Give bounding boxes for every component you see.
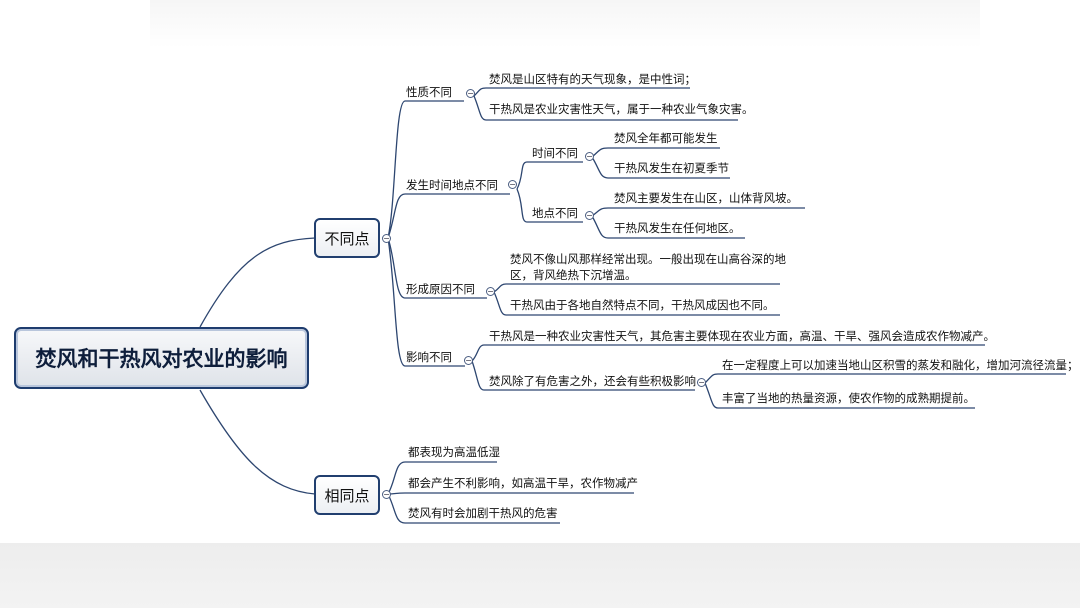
time-item-2[interactable]: 干热风发生在初夏季节 xyxy=(614,161,729,175)
collapse-toggle-icon[interactable]: − xyxy=(697,378,706,387)
cause-item-2[interactable]: 干热风由于各地自然特点不同，干热风成因也不同。 xyxy=(510,298,775,312)
positive-effect-1[interactable]: 在一定程度上可以加速当地山区积雪的蒸发和融化，增加河流径流量； xyxy=(722,358,1079,372)
top-fade xyxy=(150,0,980,48)
link-diff-cause xyxy=(387,237,406,299)
topic-differences[interactable]: 不同点 xyxy=(314,218,380,258)
topic-similarities[interactable]: 相同点 xyxy=(314,475,380,515)
collapse-toggle-icon[interactable]: − xyxy=(382,234,391,243)
collapse-toggle-icon[interactable]: − xyxy=(585,211,594,220)
cause-item-1-line-2[interactable]: 区，背风绝热下沉增温。 xyxy=(510,268,637,282)
collapse-toggle-icon[interactable]: − xyxy=(466,89,475,98)
subtopic-place[interactable]: 地点不同 xyxy=(532,206,578,220)
collapse-toggle-icon[interactable]: − xyxy=(464,356,473,365)
cause-item-1-line-1[interactable]: 焚风不像山风那样经常出现。一般出现在山高谷深的地 xyxy=(510,252,786,266)
nature-item-2[interactable]: 干热风是农业灾害性天气，属于一种农业气象灾害。 xyxy=(489,102,754,116)
topic-differences-label: 不同点 xyxy=(324,229,370,248)
link-root-diff xyxy=(199,237,316,328)
subtopic-cause[interactable]: 形成原因不同 xyxy=(406,282,475,296)
nature-item-1[interactable]: 焚风是山区特有的天气现象，是中性词； xyxy=(489,72,696,86)
impact-item-2[interactable]: 焚风除了有危害之外，还会有些积极影响 xyxy=(489,374,696,388)
positive-effect-2[interactable]: 丰富了当地的热量资源，使农作物的成熟期提前。 xyxy=(722,391,975,405)
link-diff-timeplace xyxy=(387,193,406,239)
similarity-item-3[interactable]: 焚风有时会加剧干热风的危害 xyxy=(408,506,558,520)
topic-similarities-label: 相同点 xyxy=(324,486,370,505)
collapse-toggle-icon[interactable]: − xyxy=(486,287,495,296)
place-item-1[interactable]: 焚风主要发生在山区，山体背风坡。 xyxy=(614,191,798,205)
bottom-band xyxy=(0,543,1080,608)
impact-item-1[interactable]: 干热风是一种农业灾害性天气，其危害主要体现在农业方面，高温、干旱、强风会造成农作… xyxy=(489,329,995,343)
subtopic-impact[interactable]: 影响不同 xyxy=(406,350,452,364)
link-diff-impact xyxy=(387,237,406,367)
collapse-toggle-icon[interactable]: − xyxy=(508,180,517,189)
link-diff-nature xyxy=(387,100,406,239)
time-item-1[interactable]: 焚风全年都可能发生 xyxy=(614,131,718,145)
subtopic-time-place[interactable]: 发生时间地点不同 xyxy=(406,178,498,192)
similarity-item-2[interactable]: 都会产生不利影响，如高温干旱，农作物减产 xyxy=(408,476,638,490)
link-root-same xyxy=(199,389,316,495)
root-topic-label: 焚风和干热风对农业的影响 xyxy=(35,347,288,371)
subtopic-nature[interactable]: 性质不同 xyxy=(406,85,452,99)
similarity-item-1[interactable]: 都表现为高温低湿 xyxy=(408,445,500,459)
collapse-toggle-icon[interactable]: − xyxy=(382,490,391,499)
place-item-2[interactable]: 干热风发生在任何地区。 xyxy=(614,221,741,235)
root-topic[interactable]: 焚风和干热风对农业的影响 xyxy=(14,327,309,389)
collapse-toggle-icon[interactable]: − xyxy=(585,152,594,161)
subtopic-time[interactable]: 时间不同 xyxy=(532,146,578,160)
